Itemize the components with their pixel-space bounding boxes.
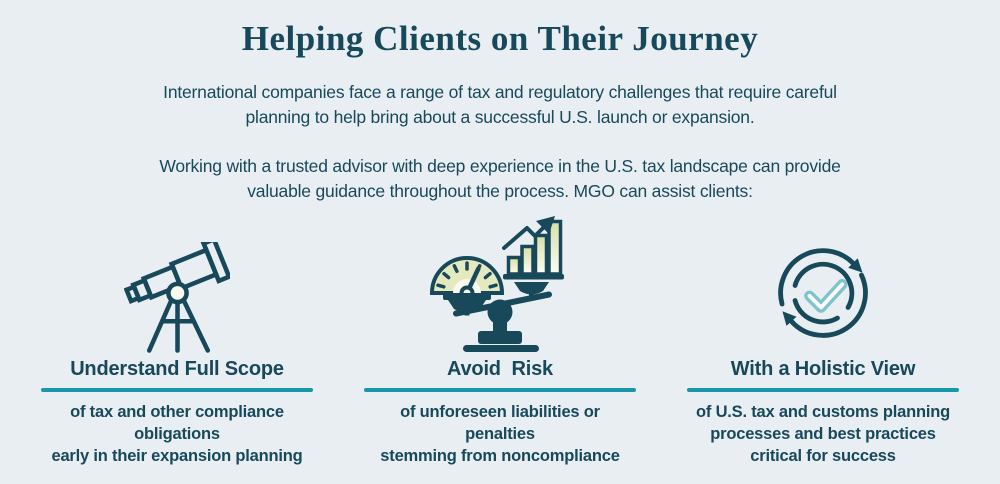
column-avoid-risk: Avoid Risk of unforeseen liabilities or … (364, 208, 636, 484)
column-understand-full-scope: Understand Full Scope of tax and other c… (41, 208, 313, 484)
column-description: of unforeseen liabilities or penalties s… (380, 403, 620, 465)
column-description: of U.S. tax and customs planning process… (696, 403, 950, 465)
heading-underline (41, 388, 313, 392)
telescope-icon (124, 242, 230, 353)
page-title: Helping Clients on Their Journey (241, 19, 759, 58)
heading-underline (364, 388, 636, 392)
cycle-checkmark-icon-box (770, 208, 876, 354)
intro-paragraph-1: International companies face a range of … (163, 82, 837, 127)
telescope-icon-box (124, 208, 230, 354)
heading-underline (687, 388, 959, 392)
column-description: of tax and other compliance obligations … (51, 403, 303, 465)
balance-scale-icon-box (430, 208, 570, 354)
column-holistic-view: With a Holistic View of U.S. tax and cus… (687, 208, 959, 484)
column-heading: Understand Full Scope (70, 358, 284, 380)
intro-paragraph-2: Working with a trusted advisor with deep… (159, 156, 841, 201)
feature-columns: Understand Full Scope of tax and other c… (0, 208, 1000, 484)
column-heading: Avoid Risk (447, 358, 553, 380)
balance-scale-icon (430, 216, 564, 352)
cycle-checkmark-icon (778, 248, 868, 338)
column-heading: With a Holistic View (730, 358, 916, 380)
